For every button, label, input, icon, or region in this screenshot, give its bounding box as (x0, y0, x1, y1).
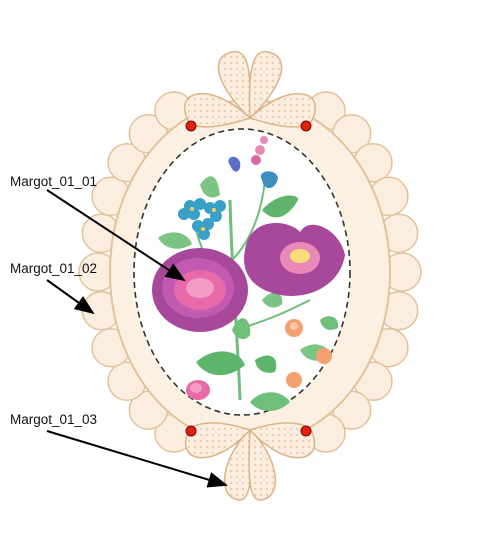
label-margot-01-01: Margot_01_01 (10, 174, 98, 189)
red-dot-icon (185, 120, 197, 132)
bottom-bow (184, 422, 316, 501)
top-bow (183, 50, 317, 128)
label-margot-01-03: Margot_01_03 (10, 412, 98, 427)
arrow-icon (46, 279, 95, 315)
red-dot-icon (300, 425, 312, 437)
red-dot-icon (300, 120, 312, 132)
floral-embroidery (152, 136, 345, 411)
dashed-cut-line (133, 128, 351, 416)
junction-markers (185, 120, 312, 437)
arrow-icon (46, 430, 228, 488)
red-dot-icon (185, 425, 197, 437)
arrow-icon (46, 189, 186, 282)
label-margot-01-02: Margot_01_02 (10, 261, 98, 276)
